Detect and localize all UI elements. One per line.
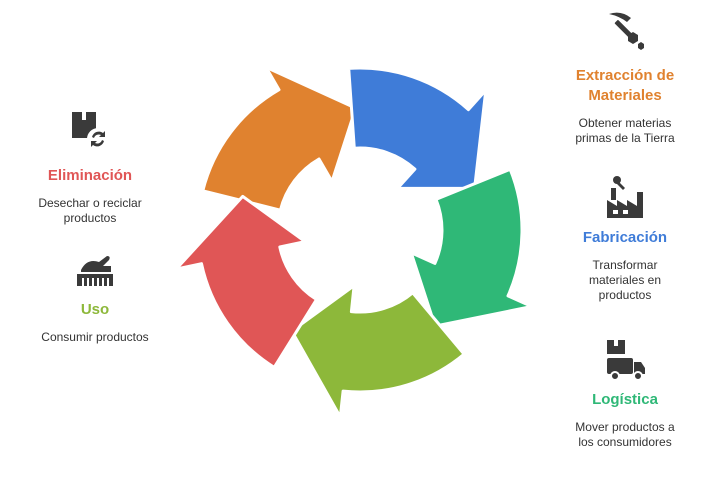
- stage-logistica: Logística Mover productos a los consumid…: [555, 338, 695, 450]
- stage-description: Obtener materias primas de la Tierra: [575, 116, 675, 145]
- stage-eliminacion: Eliminación Desechar o reciclar producto…: [20, 108, 160, 226]
- cycle-arrow-extraccion: [201, 65, 358, 212]
- factory-robot-arm-icon: [565, 174, 685, 218]
- cycle-arrow-uso: [290, 284, 466, 419]
- stage-fabricacion: Fabricación Transformar materiales en pr…: [565, 174, 685, 303]
- stage-description: Mover productos a los consumidores: [575, 420, 675, 449]
- recycle-box-icon: [20, 108, 160, 152]
- hand-using-product-icon: [20, 250, 170, 290]
- stage-description: Desechar o reciclar productos: [38, 196, 142, 225]
- stage-uso: Uso Consumir productos: [20, 250, 170, 345]
- cycle-arrow-fabricacion: [347, 66, 488, 190]
- stage-title: Eliminación: [47, 167, 133, 184]
- stage-title: Extracción de Materiales: [575, 67, 675, 104]
- stage-title: Logística: [592, 391, 658, 408]
- stage-description: Consumir productos: [41, 330, 149, 344]
- cycle-arrow-logistica: [409, 167, 534, 328]
- stage-description: Transformar materiales en productos: [588, 258, 662, 302]
- mining-pick-icon: [555, 8, 695, 52]
- stage-extraccion: Extracción de Materiales Obtener materia…: [555, 8, 695, 146]
- stage-title: Uso: [80, 301, 110, 318]
- cycle-arrow-eliminacion: [174, 194, 318, 369]
- stage-title: Fabricación: [582, 229, 668, 246]
- delivery-truck-icon: [555, 338, 695, 382]
